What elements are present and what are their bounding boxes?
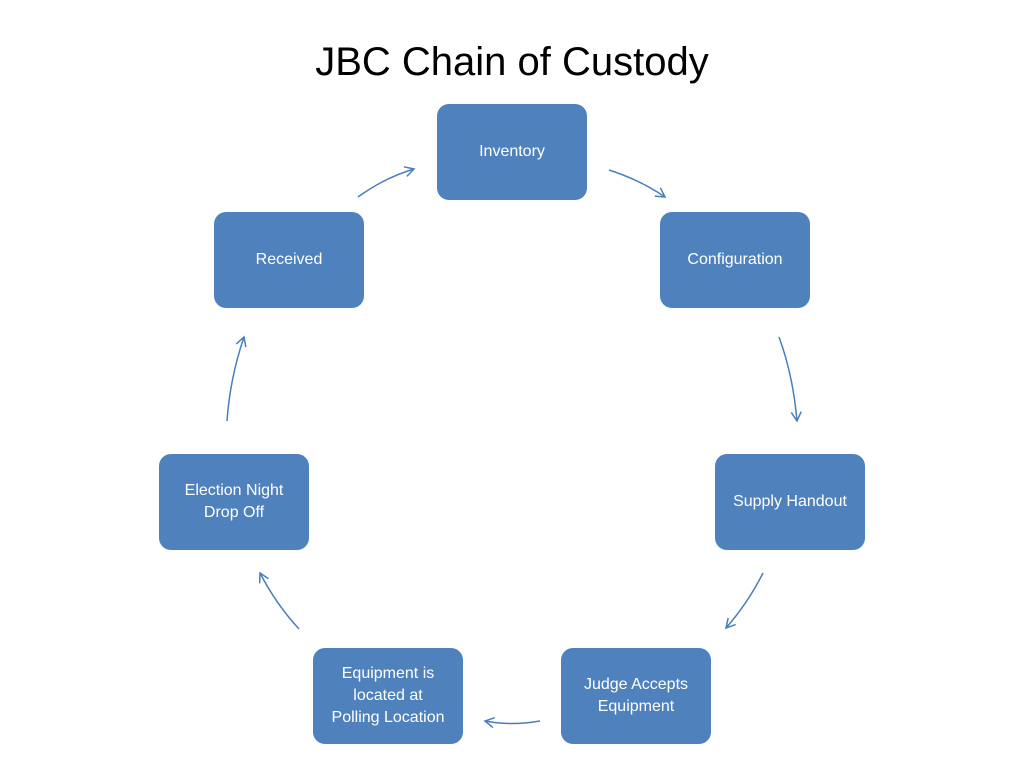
node-judge-accepts-equipment: Judge Accepts Equipment (561, 648, 711, 744)
node-inventory-label: Inventory (479, 143, 545, 160)
node-configuration-label: Configuration (687, 251, 783, 268)
arrow-inventory-to-configuration (608, 169, 667, 198)
arrow-judge-accepts-to-equipment-located (483, 717, 541, 729)
node-received: Received (214, 212, 364, 308)
arrow-received-to-inventory (357, 166, 416, 198)
node-election-night-drop-off-label: Election Night Drop Off (184, 482, 284, 521)
node-election-night-drop-off: Election Night Drop Off (159, 454, 309, 550)
node-configuration: Configuration (660, 212, 810, 308)
arrow-election-night-to-received (226, 335, 247, 422)
node-equipment-located: Equipment is located at Polling Location (313, 648, 463, 744)
node-received-label: Received (255, 251, 323, 268)
node-supply-handout: Supply Handout (715, 454, 865, 550)
arrow-configuration-to-supply-handout (778, 336, 802, 423)
node-judge-accepts-equipment-label: Judge Accepts Equipment (583, 676, 689, 715)
node-inventory: Inventory (437, 104, 587, 200)
arrow-supply-handout-to-judge-accepts (724, 572, 764, 630)
slide-title: JBC Chain of Custody (315, 40, 709, 84)
node-equipment-located-label: Equipment is located at Polling Location (331, 665, 445, 726)
node-supply-handout-label: Supply Handout (733, 493, 847, 510)
arrow-equipment-located-to-election-night (258, 571, 300, 630)
